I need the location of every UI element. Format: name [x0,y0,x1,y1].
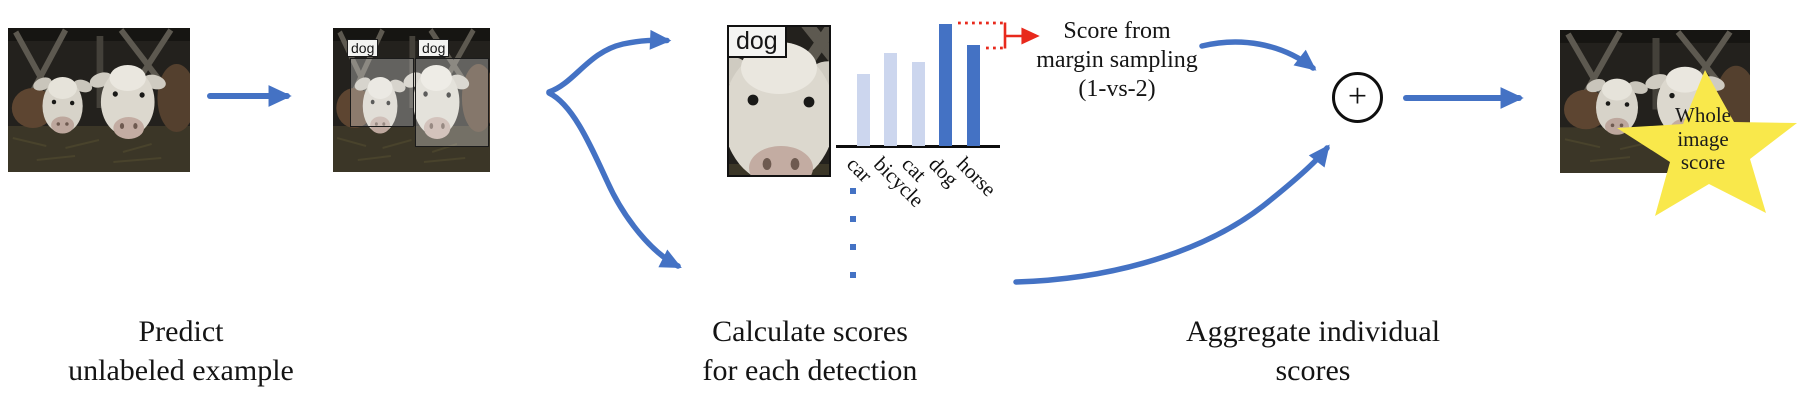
caption-aggregate-line2: scores [1275,354,1351,387]
detection-crop-label: dog [727,25,787,58]
caption-aggregate: Aggregate individual scores [1138,312,1488,390]
detection-box-2 [415,58,489,147]
star-line2: image [1677,126,1729,151]
arrow-branch-up [546,29,672,95]
arrow-margin-to-sum [1199,39,1317,71]
arrow-swoosh-to-sum [1013,144,1330,285]
bar-dog [939,23,952,146]
detection-box-1-label: dog [347,39,379,57]
margin-note-line1: Score from [1063,18,1171,44]
arrow-branch-down [546,90,682,269]
caption-calculate: Calculate scores for each detection [635,312,985,390]
detection-box-2-label: dog [418,39,450,57]
detection-box-1 [350,58,414,127]
bar-bicycle [884,52,897,146]
detection-crop-image: dog [727,25,831,177]
margin-note-line2: margin sampling [1036,47,1198,73]
caption-predict-line2: unlabeled example [68,354,294,387]
unlabeled-example-image [8,28,190,172]
predicted-example-image: dog dog [333,28,490,172]
caption-aggregate-line1: Aggregate individual [1185,315,1441,348]
bar-car [856,74,870,146]
caption-predict-line1: Predict [138,315,224,348]
whole-image-score-text: Whole image score [1628,103,1778,175]
caption-calculate-line2: for each detection [702,354,918,387]
margin-note-line3: (1-vs-2) [1078,76,1156,102]
star-line3: score [1680,150,1726,174]
sum-aggregator-node: + [1332,72,1383,123]
chart-x-axis [836,144,1000,148]
caption-calculate-line1: Calculate scores [712,315,908,348]
margin-sampling-note: Score from margin sampling (1-vs-2) [1022,17,1212,104]
plus-icon: + [1347,78,1368,115]
bar-cat [911,62,925,146]
bar-horse [966,45,980,146]
star-line1: Whole [1675,103,1731,127]
tick-label-horse: horse [951,152,1001,202]
caption-predict: Predict unlabeled example [6,312,356,390]
